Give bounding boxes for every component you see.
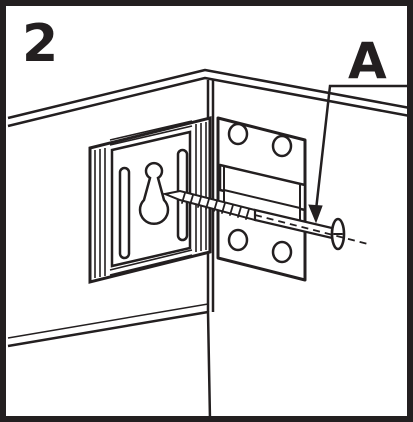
cabinet-lower-edge <box>7 310 212 421</box>
cabinet-lower-edge-inner <box>7 303 209 339</box>
plate-slot-left <box>118 166 131 260</box>
bracket-hole <box>271 240 293 264</box>
cabinet-top-edge <box>7 68 411 120</box>
bracket-hole <box>227 122 249 146</box>
step-number: 2 <box>22 14 59 74</box>
bracket-hook-top <box>218 163 307 212</box>
bracket-hole <box>271 134 293 158</box>
cabinet-top-edge-inner <box>7 76 411 128</box>
insertion-axis <box>254 214 369 245</box>
wall-plate <box>88 116 212 284</box>
cabinet <box>7 68 411 421</box>
screw <box>161 189 346 251</box>
keyhole-icon <box>138 161 170 226</box>
cabinet-bracket <box>216 116 307 282</box>
bracket-hole <box>227 228 249 252</box>
callout-leader <box>308 84 408 224</box>
plate-grooves <box>94 120 207 278</box>
callout-label: A <box>348 32 387 90</box>
screw-threads <box>181 192 250 220</box>
